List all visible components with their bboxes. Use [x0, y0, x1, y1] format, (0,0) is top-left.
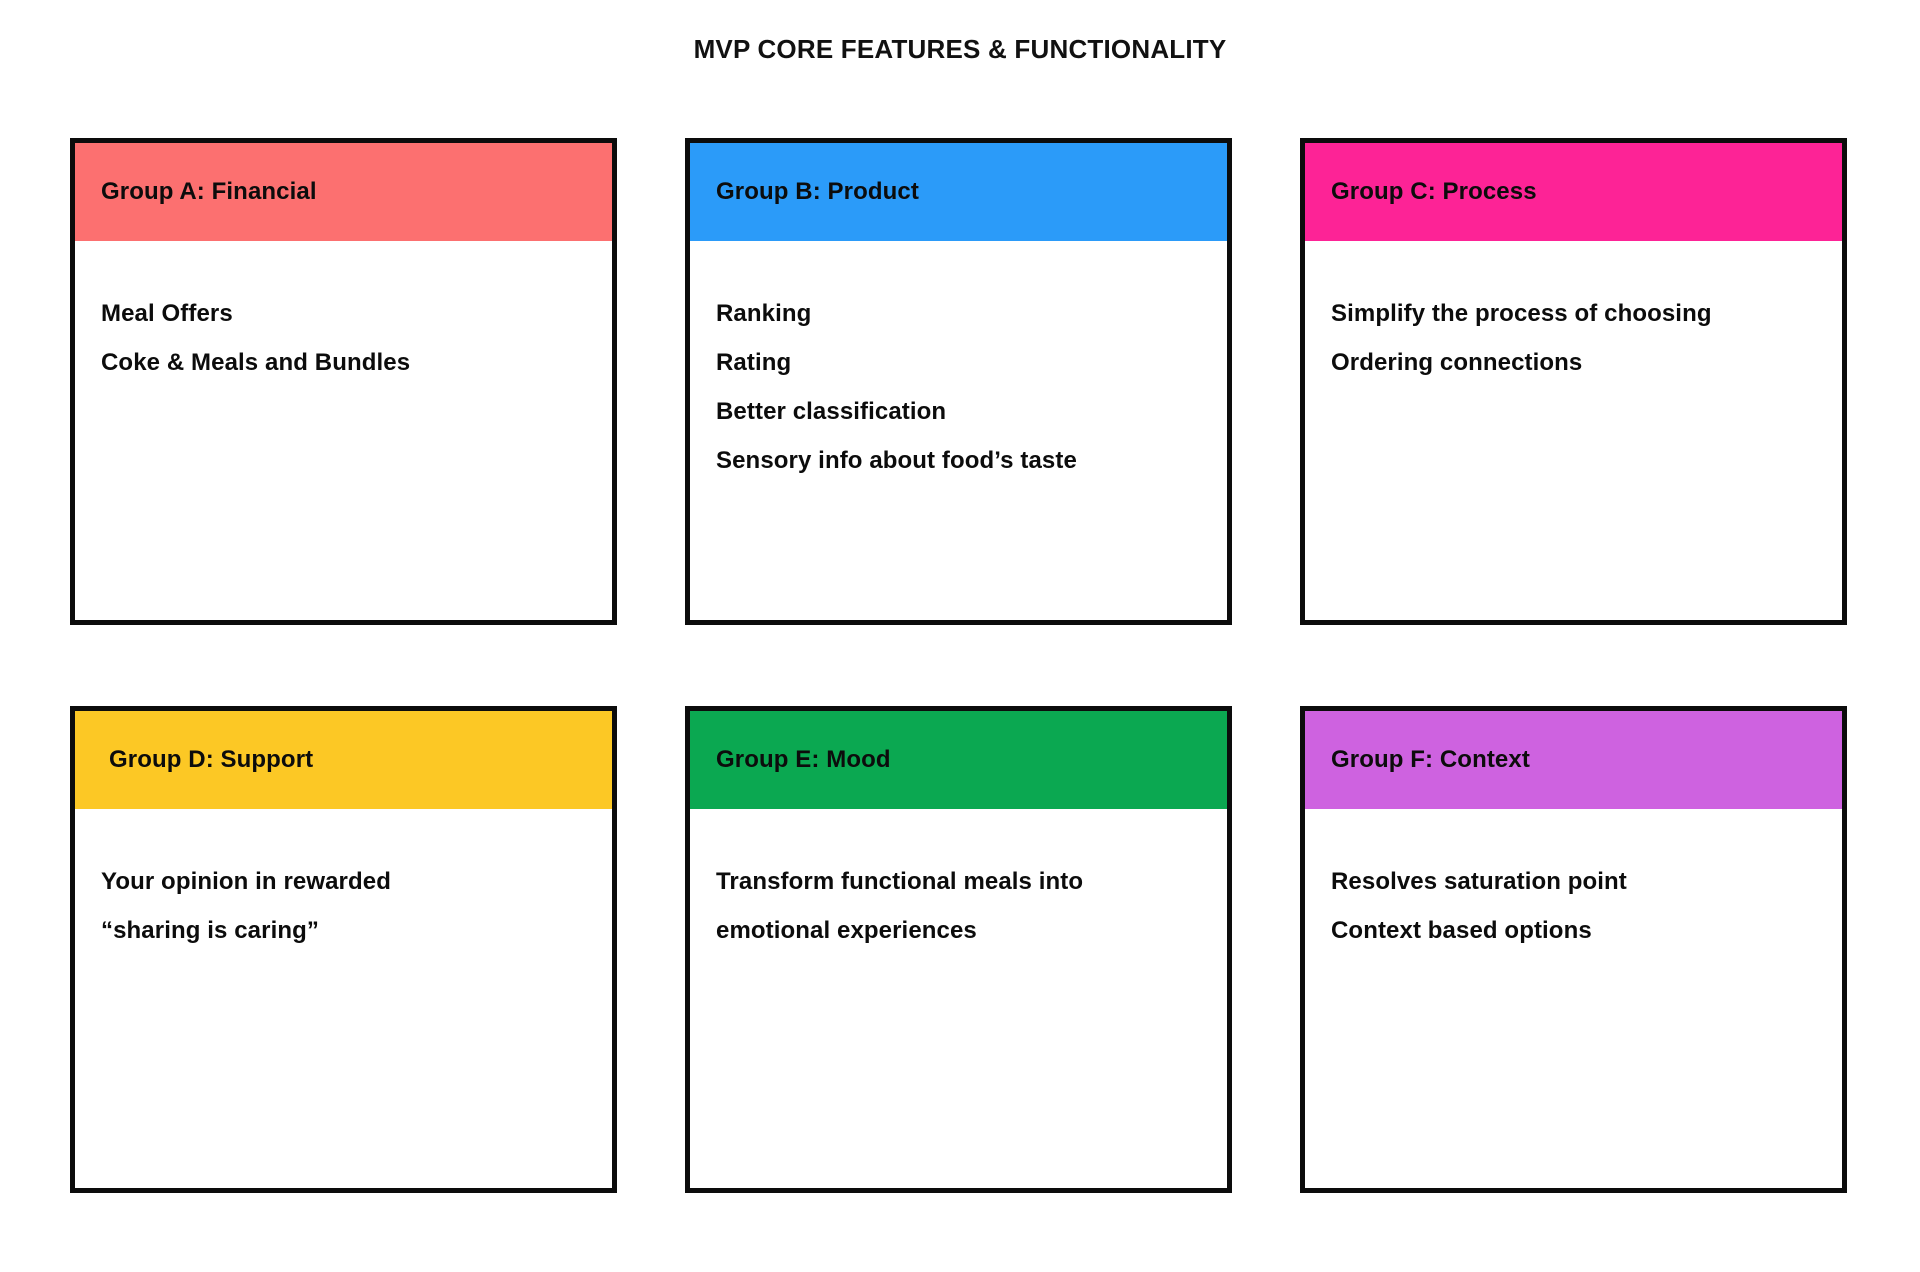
group-card-e-body: Transform functional meals into emotiona… — [690, 809, 1227, 1188]
group-card-a-title: Group A: Financial — [101, 178, 317, 205]
group-card-e-title: Group E: Mood — [716, 746, 891, 773]
list-item: Coke & Meals and Bundles — [101, 349, 411, 376]
group-card-f-title: Group F: Context — [1331, 746, 1530, 773]
group-card-c[interactable]: Group C: Process Simplify the process of… — [1300, 138, 1847, 625]
group-card-e-header: Group E: Mood — [690, 711, 1227, 809]
list-item: Rating — [716, 349, 792, 376]
list-item: Sensory info about food’s taste — [716, 447, 1077, 474]
group-card-d-header: Group D: Support — [75, 711, 612, 809]
list-item: Better classification — [716, 398, 947, 425]
group-card-grid: Group A: Financial Meal Offers Coke & Me… — [70, 138, 1848, 1193]
list-item: Your opinion in rewarded — [101, 868, 391, 895]
list-item: “sharing is caring” — [101, 917, 319, 944]
list-item: Ordering connections — [1331, 349, 1583, 376]
list-item: Context based options — [1331, 917, 1592, 944]
group-card-c-body: Simplify the process of choosing Orderin… — [1305, 241, 1842, 620]
group-card-b-body: Ranking Rating Better classification Sen… — [690, 241, 1227, 620]
group-card-d[interactable]: Group D: Support Your opinion in rewarde… — [70, 706, 617, 1193]
group-card-b[interactable]: Group B: Product Ranking Rating Better c… — [685, 138, 1232, 625]
list-item: Meal Offers — [101, 300, 233, 327]
group-card-f-body: Resolves saturation point Context based … — [1305, 809, 1842, 1188]
group-card-f-header: Group F: Context — [1305, 711, 1842, 809]
group-card-a-body: Meal Offers Coke & Meals and Bundles — [75, 241, 612, 620]
group-card-a[interactable]: Group A: Financial Meal Offers Coke & Me… — [70, 138, 617, 625]
list-item: Resolves saturation point — [1331, 868, 1627, 895]
group-card-c-title: Group C: Process — [1331, 178, 1537, 205]
list-item: Ranking — [716, 300, 812, 327]
group-card-d-title: Group D: Support — [109, 746, 314, 773]
list-item: Simplify the process of choosing — [1331, 300, 1712, 327]
list-item: Transform functional meals into emotiona… — [716, 868, 1084, 944]
group-card-b-title: Group B: Product — [716, 178, 919, 205]
group-card-e[interactable]: Group E: Mood Transform functional meals… — [685, 706, 1232, 1193]
page-title: MVP CORE FEATURES & FUNCTIONALITY — [693, 34, 1227, 64]
group-card-b-header: Group B: Product — [690, 143, 1227, 241]
group-card-d-body: Your opinion in rewarded “sharing is car… — [75, 809, 612, 1188]
group-card-f[interactable]: Group F: Context Resolves saturation poi… — [1300, 706, 1847, 1193]
group-card-a-header: Group A: Financial — [75, 143, 612, 241]
group-card-c-header: Group C: Process — [1305, 143, 1842, 241]
